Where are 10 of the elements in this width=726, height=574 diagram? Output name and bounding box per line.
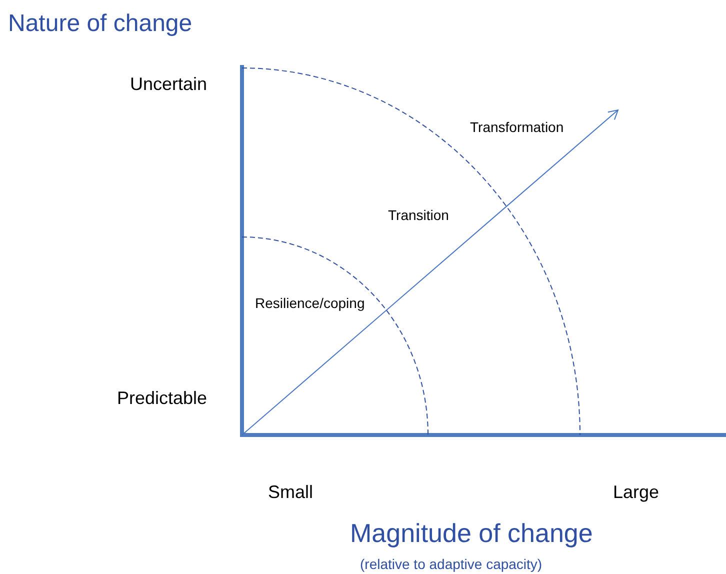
region-label: Resilience/coping — [255, 295, 365, 312]
axis-label: Small — [268, 482, 314, 503]
axis-subtitle: (relative to adaptive capacity) — [360, 556, 542, 572]
axis-label: Large — [613, 482, 660, 503]
axis-label: Uncertain — [130, 74, 207, 95]
axis-label: Predictable — [116, 388, 207, 409]
region-label: Transformation — [470, 119, 564, 136]
region-label: Transition — [388, 207, 449, 224]
axis-title: Nature of change — [8, 10, 192, 38]
axis-title: Magnitude of change — [350, 519, 593, 549]
